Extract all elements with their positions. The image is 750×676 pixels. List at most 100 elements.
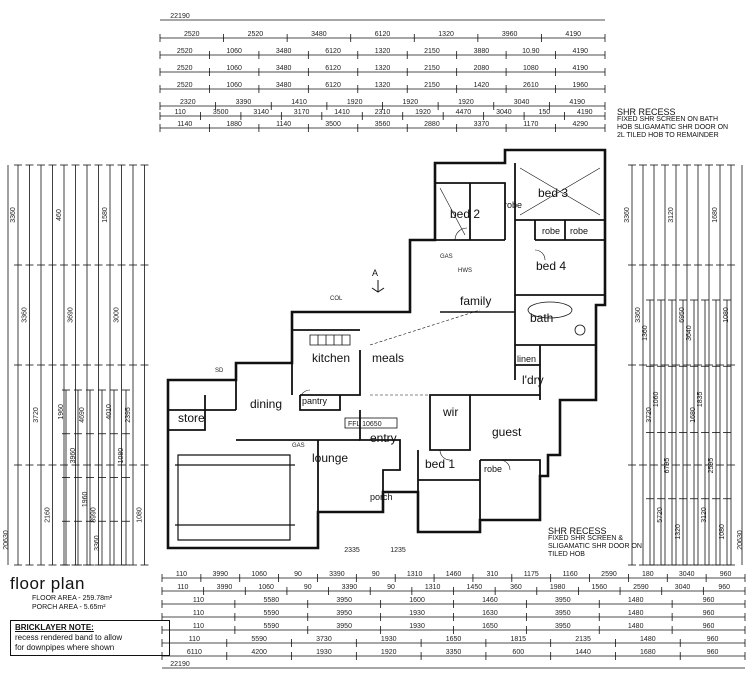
- top-dim-label-3-8: 1960: [572, 82, 588, 89]
- bottom-dim-label-5-3: 1930: [381, 636, 397, 643]
- bottom-dim-label-1-6: 1310: [425, 584, 441, 591]
- bottom-dim-label-4-3: 1930: [409, 623, 425, 630]
- building-walls: [166, 148, 607, 550]
- bottom-dim-label-0-12: 180: [642, 571, 654, 578]
- room-bed4: bed 4: [536, 259, 566, 273]
- bed3-diagonals: [519, 167, 601, 216]
- bricklayer-note: BRICKLAYER NOTE: recess rendered band to…: [10, 620, 170, 656]
- right-dim-label-2: 3720: [646, 407, 653, 423]
- bottom-dim-label-6-4: 3350: [446, 649, 462, 656]
- top-dim-label-1-3: 6120: [325, 48, 341, 55]
- porch-area: PORCH AREA - 5.65m²: [32, 604, 106, 611]
- room-pantry: pantry: [302, 396, 328, 406]
- bottom-dim-label-2-3: 1600: [409, 597, 425, 604]
- bottom-dim-label-2-2: 3950: [336, 597, 352, 604]
- right-dim-label-5: 6950: [679, 307, 686, 323]
- right-sub-dim-label-1: 1060: [653, 391, 660, 407]
- shr-recess-note-top: SHR RECESS FIXED SHR SCREEN ON BATH HOB …: [617, 108, 728, 140]
- left-sub-dim-label-2: 1960: [82, 491, 89, 507]
- bottom-mid-label-1: 1235: [390, 547, 406, 554]
- bottom-dim-label-3-1: 5590: [264, 610, 280, 617]
- bottom-dim-label-3-5: 3950: [555, 610, 571, 617]
- bath-walls: [514, 295, 596, 400]
- bottom-dim-label-1-11: 2590: [633, 584, 649, 591]
- top-dim-6-label-0-4: 1410: [334, 109, 350, 116]
- right-dim-label-7: 3120: [701, 507, 708, 523]
- top-dim-label-1-5: 2150: [424, 48, 440, 55]
- left-dim-label-8: 1580: [102, 207, 109, 223]
- top-dim-label-2-3: 6120: [325, 65, 341, 72]
- top-dim-label-2-6: 2080: [474, 65, 490, 72]
- bottom-dim-label-4-5: 3950: [555, 623, 571, 630]
- top-dim-5-label-0-4: 1920: [403, 99, 419, 106]
- bottom-dim-label-6-6: 1440: [575, 649, 591, 656]
- right-sub-dim-label-6: 2595: [708, 458, 715, 474]
- room-robe-2: robe: [542, 226, 560, 236]
- left-dim-label-9: 3000: [114, 307, 121, 323]
- room-labels: bed 2 bed 3 bed 4 robe robe robe family …: [178, 186, 588, 502]
- section-arrow: [371, 280, 385, 293]
- top-dim-7-label-0-7: 1170: [523, 121, 538, 128]
- bottom-dim-label-5-1: 5590: [251, 636, 267, 643]
- top-total-label: 22190: [170, 13, 190, 20]
- right-dim-label-9: 1080: [723, 307, 730, 323]
- right-total-label: 20630: [737, 530, 744, 550]
- top-dim-7-label-0-3: 3500: [325, 121, 341, 128]
- top-dim-label-2-1: 1060: [226, 65, 242, 72]
- bottom-dim-label-2-5: 3950: [555, 597, 571, 604]
- top-dim-label-1-4: 1320: [375, 48, 391, 55]
- top-dim-6-label-0-2: 3140: [253, 109, 269, 116]
- shr-recess-top-line-1: FIXED SHR SCREEN ON BATH: [617, 116, 718, 123]
- top-dim-label-1-8: 4190: [572, 48, 588, 55]
- garage-walls: [175, 454, 295, 541]
- top-dim-5-label-0-7: 4190: [569, 99, 585, 106]
- room-guest: guest: [492, 425, 522, 439]
- gas-label: GAS: [440, 254, 453, 260]
- bottom-dim-label-1-7: 1450: [467, 584, 483, 591]
- top-dim-7-label-0-0: 1140: [177, 121, 192, 128]
- meals-dash: [369, 309, 481, 396]
- top-dim-label-3-3: 6120: [325, 82, 341, 89]
- sd-label: SD: [215, 368, 224, 374]
- hws-label: HWS: [458, 268, 472, 274]
- left-sub-dim-label-5: 1080: [118, 448, 125, 464]
- bottom-dim-label-3-3: 1930: [409, 610, 425, 617]
- shr-recess-bottom-line-3: TILED HOB: [548, 551, 585, 558]
- bottom-dim-label-6-7: 1680: [640, 649, 656, 656]
- left-dim-label-11: 1080: [137, 507, 144, 523]
- top-dim-6-label-0-0: 110: [175, 109, 186, 116]
- bottom-dim-label-1-4: 3390: [342, 584, 358, 591]
- right-dim-label-4: 3120: [668, 207, 675, 223]
- left-dim-label-5: 3690: [68, 307, 75, 323]
- bottom-dim-label-4-2: 3950: [336, 623, 352, 630]
- bottom-dim-label-2-0: 110: [193, 597, 204, 604]
- wir-walls: [429, 394, 471, 451]
- bottom-dim-label-6-0: 6110: [187, 649, 202, 656]
- bed3-walls: [514, 163, 605, 250]
- bottom-dim-label-2-7: 960: [703, 597, 715, 604]
- right-dim-label-1: 3360: [635, 307, 642, 323]
- top-dim-label-3-1: 1060: [226, 82, 242, 89]
- top-dim-5-label-0-1: 3390: [236, 99, 252, 106]
- bottom-dim-label-0-1: 3990: [213, 571, 229, 578]
- plan-title: floor plan: [10, 574, 85, 593]
- top-dim-7-label-0-5: 2880: [424, 121, 440, 128]
- right-sub-dim-label-7: 1080: [719, 524, 726, 540]
- misc-labels: A FFL 10650 GAS GAS SD HWS COL: [215, 254, 472, 449]
- top-dim-6-label-0-7: 4470: [456, 109, 472, 116]
- bottom-dim-label-0-2: 1060: [251, 571, 267, 578]
- left-sub-dim-label-4: 4010: [106, 404, 113, 420]
- left-dim-label-4: 460: [56, 209, 63, 221]
- top-dim-label-0-0: 2520: [184, 31, 200, 38]
- room-laundry: l'dry: [522, 373, 544, 387]
- bottom-dim-label-1-13: 960: [718, 584, 730, 591]
- bottom-dim-label-0-3: 90: [294, 571, 302, 578]
- top-dim-label-3-5: 2150: [424, 82, 440, 89]
- bottom-dim-label-5-0: 110: [189, 636, 200, 643]
- bottom-dim-label-2-6: 1480: [628, 597, 644, 604]
- bottom-dim-label-5-8: 960: [707, 636, 719, 643]
- top-dim-label-3-2: 3480: [276, 82, 292, 89]
- ffl-box: [344, 417, 398, 429]
- top-dim-label-2-7: 1080: [523, 65, 539, 72]
